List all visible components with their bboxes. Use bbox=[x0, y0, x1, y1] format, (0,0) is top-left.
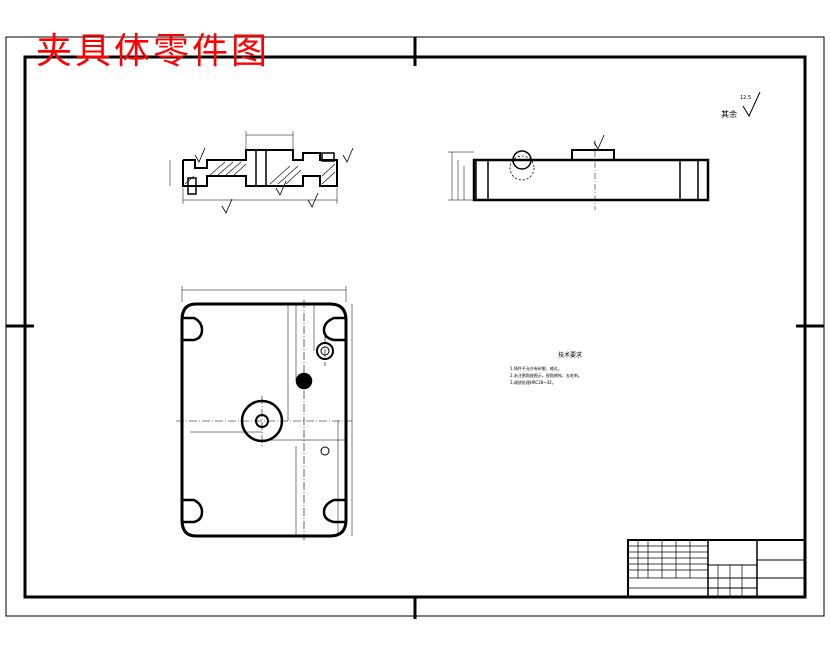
centering-marks bbox=[6, 37, 824, 619]
title-block bbox=[627, 539, 806, 598]
roughness-other-label: 其余 bbox=[721, 110, 737, 119]
technical-requirement-line: 2.未注倒角按图示，锐角倒钝，去毛刺。 bbox=[510, 373, 582, 378]
front-section-view bbox=[169, 131, 354, 214]
drawing-frame bbox=[23, 55, 807, 599]
technical-requirements-title: 技术要求 bbox=[558, 352, 583, 359]
side-view bbox=[448, 134, 710, 210]
roughness-value: 12.5 bbox=[740, 95, 752, 101]
drawing-title: 夹具体零件图 bbox=[36, 31, 271, 72]
outer-border bbox=[5, 36, 825, 617]
roughness-symbol bbox=[742, 91, 761, 118]
plan-view bbox=[176, 286, 353, 540]
technical-requirement-line: 3.调质处理HRC28~32。 bbox=[510, 380, 556, 385]
technical-requirement-line: 1.铸件不允许有砂眼、缩孔。 bbox=[510, 366, 562, 371]
